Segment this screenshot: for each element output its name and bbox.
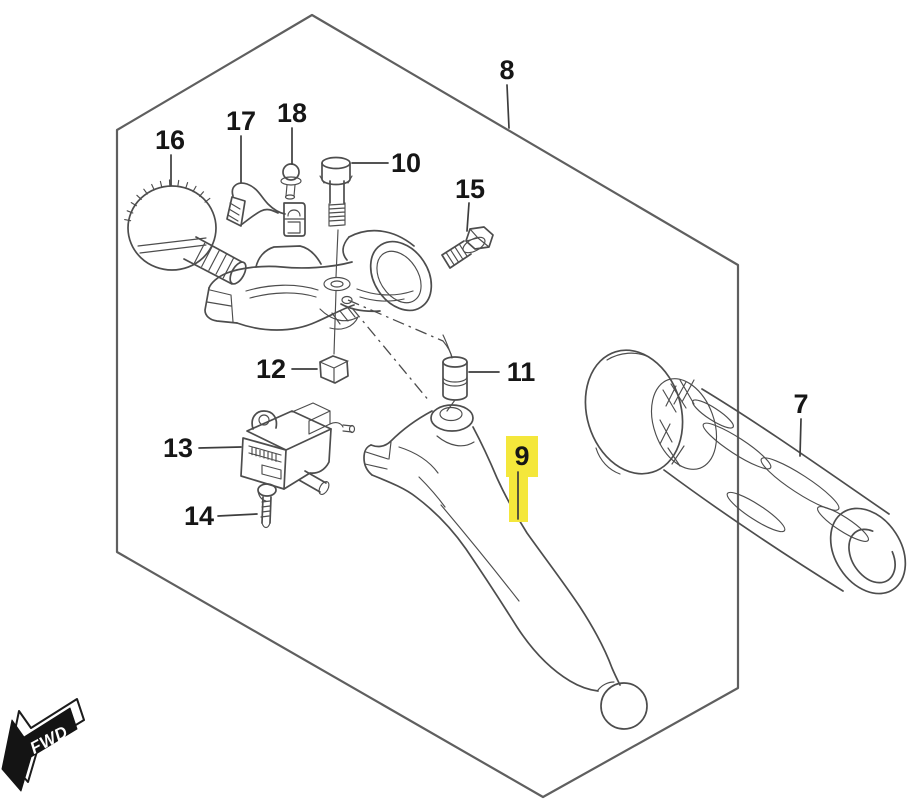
leader-line-13 <box>198 446 242 449</box>
part-drawing-lever-holder <box>204 229 453 403</box>
callout-18[interactable]: 18 <box>277 98 307 165</box>
part-label-12: 12 <box>256 354 286 384</box>
leader-line-7 <box>799 418 802 457</box>
part-label-17: 17 <box>226 106 256 136</box>
part-drawing-clamp-bolt <box>441 226 494 269</box>
assembly-boundary-outline <box>115 13 740 799</box>
part-drawing-pivot-bolt <box>319 156 353 278</box>
callout-14[interactable]: 14 <box>184 501 258 531</box>
part-label-18: 18 <box>277 98 307 128</box>
part-label-11: 11 <box>507 357 536 387</box>
part-drawing-adjuster-knob <box>124 179 247 285</box>
callout-17[interactable]: 17 <box>226 106 256 183</box>
fwd-arrow-icon: FWD <box>1 698 85 792</box>
part-label-15: 15 <box>455 174 485 204</box>
leader-line-15 <box>466 202 470 232</box>
part-drawing-pivot-nut <box>319 355 349 384</box>
leader-line-8 <box>506 84 510 129</box>
part-drawing-clutch-lever <box>363 404 648 730</box>
callout-9[interactable]: 9 <box>514 441 530 520</box>
leader-line-14 <box>217 513 258 517</box>
part-drawing-switch-screw <box>257 483 277 529</box>
part-drawing-handlebar-grip <box>584 349 907 595</box>
part-drawing-lever-switch <box>240 402 356 495</box>
callout-7[interactable]: 7 <box>793 389 809 457</box>
callout-12[interactable]: 12 <box>256 354 318 384</box>
callout-15[interactable]: 15 <box>455 174 485 232</box>
part-label-14: 14 <box>184 501 214 531</box>
part-label-9: 9 <box>514 441 529 471</box>
part-label-13: 13 <box>163 433 193 463</box>
callout-16[interactable]: 16 <box>155 125 185 186</box>
callout-13[interactable]: 13 <box>163 433 242 463</box>
callout-10[interactable]: 10 <box>351 148 421 178</box>
part-label-16: 16 <box>155 125 185 155</box>
highlight-label-box <box>506 436 538 477</box>
part-label-10: 10 <box>391 148 421 178</box>
part-drawing-lock-arm <box>226 182 306 237</box>
fwd-arrow-body <box>1 707 78 792</box>
part-drawing-lock-screw <box>280 163 302 200</box>
callout-11[interactable]: 11 <box>468 357 536 387</box>
part-label-7: 7 <box>793 389 808 419</box>
callout-8[interactable]: 8 <box>499 55 515 129</box>
part-label-8: 8 <box>499 55 514 85</box>
